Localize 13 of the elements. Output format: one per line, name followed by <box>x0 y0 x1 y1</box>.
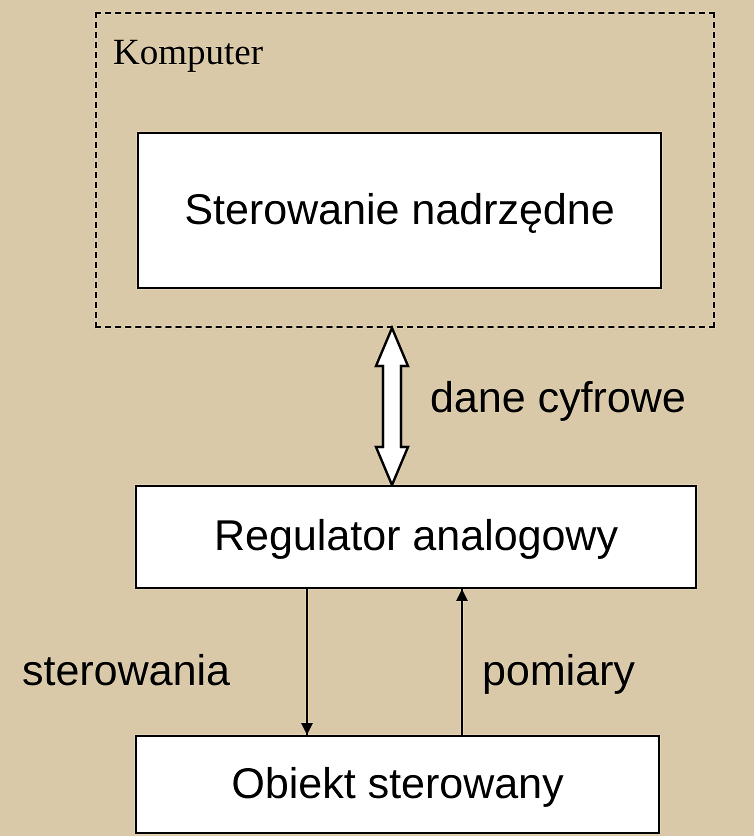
edge-label: dane cyfrowe <box>430 377 686 420</box>
arrow <box>456 589 468 735</box>
arrow <box>301 589 313 735</box>
box-text: Regulator analogowy <box>214 511 618 562</box>
process-box <box>135 485 697 589</box>
edge-label: sterowania <box>22 650 230 693</box>
edge-label: pomiary <box>482 650 635 693</box>
group-title: Komputer <box>113 34 264 71</box>
process-box <box>137 132 662 289</box>
box-text: Sterowanie nadrzędne <box>184 184 615 236</box>
process-box <box>135 735 660 834</box>
dashed-group-box <box>95 12 715 328</box>
box-text: Obiekt sterowany <box>231 758 564 810</box>
